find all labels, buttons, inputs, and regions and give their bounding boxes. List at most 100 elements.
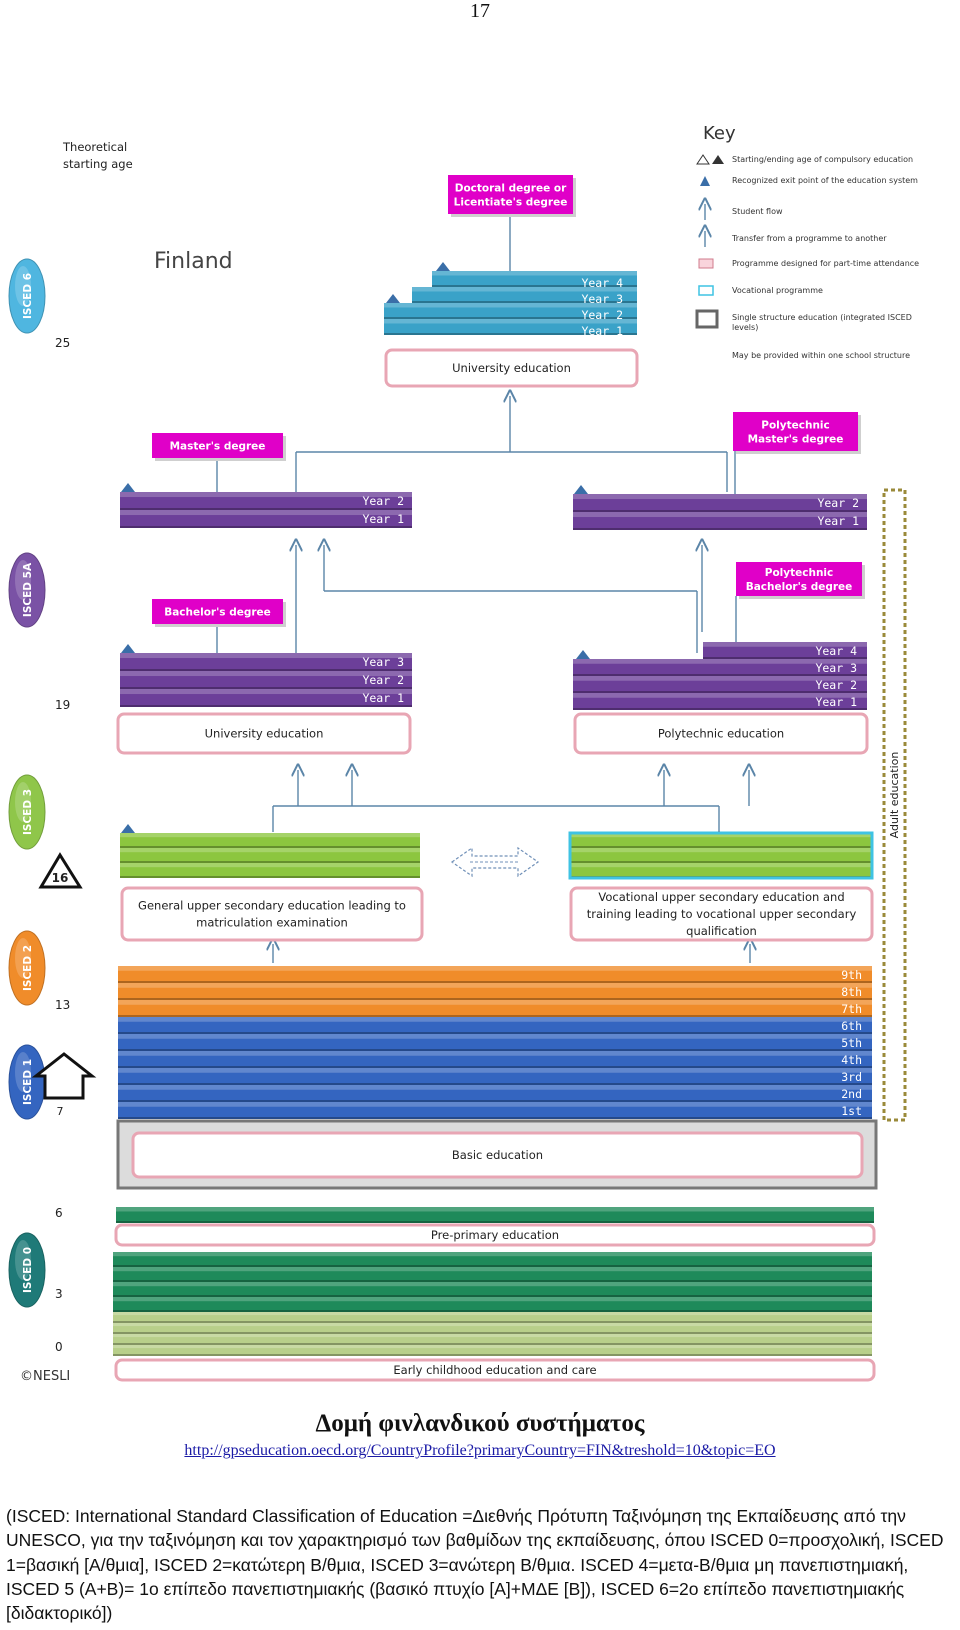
early-childhood-light-bar-highlight xyxy=(113,1345,872,1349)
primary-bar-highlight xyxy=(118,1051,872,1056)
polytechnic-masters-degree-box-label: Polytechnic xyxy=(761,420,830,432)
polytechnic-education-box-label: Polytechnic education xyxy=(658,727,784,741)
lower-secondary-bar-highlight xyxy=(118,1000,872,1005)
early-childhood-bar-highlight xyxy=(113,1252,872,1257)
doctoral-step-bar-shadow xyxy=(412,301,637,303)
basic-education-box-label: Basic education xyxy=(452,1148,543,1162)
polytechnic-masters-year-label: Year 1 xyxy=(817,514,859,528)
doctoral-step-bar-highlight xyxy=(384,319,637,324)
adult-education-label: Adult education xyxy=(888,752,901,839)
early-childhood-light-bar xyxy=(113,1334,872,1345)
vocational-upper-secondary-bar-highlight xyxy=(570,833,872,838)
polytechnic-bachelors-bar-highlight xyxy=(573,659,867,664)
theoretical-age-label: Theoretical xyxy=(62,140,127,154)
early-childhood-light-bar-highlight xyxy=(113,1334,872,1338)
isced-level-badge-label: ISCED 6 xyxy=(22,273,34,319)
key-item-label: Vocational programme xyxy=(732,286,823,295)
vocational-upper-secondary-box-label: training leading to vocational upper sec… xyxy=(587,907,857,921)
lower-secondary-bar-shadow xyxy=(118,1015,872,1017)
university-bachelors-degree-box xyxy=(152,599,283,624)
vocational-upper-secondary-bar-shadow xyxy=(570,861,872,863)
early-childhood-light-bar xyxy=(113,1323,872,1334)
key-title: Key xyxy=(703,123,736,144)
university-bachelors-degree-box-label: Bachelor's degree xyxy=(164,607,271,619)
university-education-box xyxy=(116,712,412,755)
primary-bar-shadow xyxy=(118,1117,872,1119)
university-bachelors-bar-highlight xyxy=(120,689,412,695)
grade-label: 5th xyxy=(841,1036,862,1050)
exit-point-marker xyxy=(436,262,450,271)
isced-level-badge-label: ISCED 2 xyxy=(22,945,34,991)
key-item-label: Starting/ending age of compulsory educat… xyxy=(732,155,913,164)
pre-primary-box xyxy=(114,1223,876,1247)
polytechnic-masters-degree-box-label: Master's degree xyxy=(748,434,844,446)
university-masters-bar-highlight xyxy=(120,510,412,516)
university-bachelors-year-label: Year 3 xyxy=(362,655,404,669)
doctoral-step-bar-highlight xyxy=(384,303,637,308)
exit-point-marker xyxy=(121,483,135,492)
flow-arrows xyxy=(216,204,750,963)
early-childhood-bar-highlight xyxy=(113,1282,872,1287)
doctoral-step-bar-highlight xyxy=(432,271,637,276)
polytechnic-bachelors-bar-shadow xyxy=(573,708,867,710)
vocational-upper-secondary-box-label: qualification xyxy=(686,924,757,938)
early-childhood-light-bar-highlight xyxy=(113,1312,872,1316)
primary-bar-shadow xyxy=(118,1049,872,1051)
university-bachelors-bar-highlight xyxy=(120,653,412,659)
early-childhood-bar-shadow xyxy=(113,1310,872,1312)
programme-boxes xyxy=(8,154,907,1382)
key-item-label: levels) xyxy=(732,323,758,332)
polytechnic-bachelors-bar-highlight xyxy=(573,676,867,681)
theoretical-age-label: starting age xyxy=(63,157,133,171)
age-label: 13 xyxy=(55,998,70,1012)
key-item-label: Student flow xyxy=(732,207,783,216)
polytechnic-bachelors-degree-box xyxy=(736,562,862,596)
polytechnic-year-label: Year 1 xyxy=(815,695,857,709)
doctoral-degree-box xyxy=(448,175,573,214)
general-upper-secondary-bar-shadow xyxy=(120,846,420,848)
exit-point-marker xyxy=(386,294,400,303)
isced-level-badge-highlight xyxy=(15,1240,31,1280)
polytechnic-masters-degree-box xyxy=(733,412,858,451)
university-bachelors-bar-shadow xyxy=(120,687,412,689)
pre-primary-bar-highlight xyxy=(116,1207,874,1212)
doctoral-degree-box-label: Doctoral degree or xyxy=(455,183,567,195)
single-structure-icon xyxy=(695,309,719,329)
isced-level-badge-highlight xyxy=(15,560,31,600)
polytechnic-bachelors-bar-highlight xyxy=(573,693,867,698)
vocational-upper-secondary-bar-shadow xyxy=(570,846,872,848)
doctoral-step-bar-shadow xyxy=(384,317,637,319)
compulsory-start-marker xyxy=(38,852,83,889)
exit-point-marker xyxy=(574,485,588,494)
grade-label: 2nd xyxy=(841,1087,862,1101)
isced-level-badge-label: ISCED 3 xyxy=(22,789,34,835)
copyright-label: ©NESLI xyxy=(20,1369,70,1384)
university-bachelors-bar-shadow xyxy=(120,669,412,671)
age-label: 7 xyxy=(57,1105,64,1118)
polytechnic-bachelors-bar-shadow xyxy=(703,657,867,659)
lower-secondary-bar-highlight xyxy=(118,966,872,971)
vocational-upper-secondary-box xyxy=(569,886,874,942)
university-masters-degree-box-label: Master's degree xyxy=(170,441,266,453)
general-upper-secondary-box-label: General upper secondary education leadin… xyxy=(138,899,406,913)
general-upper-secondary-box-label: matriculation examination xyxy=(196,916,348,930)
doctoral-university-box xyxy=(384,348,639,388)
doctoral-year-label: Year 1 xyxy=(581,324,623,338)
general-upper-secondary-bar-highlight xyxy=(120,833,420,838)
early-childhood-light-bar-shadow xyxy=(113,1321,872,1323)
polytechnic-masters-bar-highlight xyxy=(573,512,867,518)
doctoral-step-bar-highlight xyxy=(412,287,637,292)
university-masters-bar-shadow xyxy=(120,526,412,528)
source-link[interactable]: http://gpseducation.oecd.org/CountryProf… xyxy=(184,1442,776,1459)
polytechnic-bachelors-bar-shadow xyxy=(573,691,867,693)
primary-bar-shadow xyxy=(118,1083,872,1085)
polytechnic-bachelors-degree-box-label: Polytechnic xyxy=(765,567,834,579)
adult-education-column xyxy=(882,488,907,1122)
early-childhood-bar-shadow xyxy=(113,1280,872,1282)
polytechnic-year-label: Year 2 xyxy=(815,678,857,692)
early-childhood-bar-shadow xyxy=(113,1265,872,1267)
general-upper-secondary-bar-shadow xyxy=(120,861,420,863)
lower-secondary-bar-shadow xyxy=(118,981,872,983)
primary-bar-shadow xyxy=(118,1032,872,1034)
